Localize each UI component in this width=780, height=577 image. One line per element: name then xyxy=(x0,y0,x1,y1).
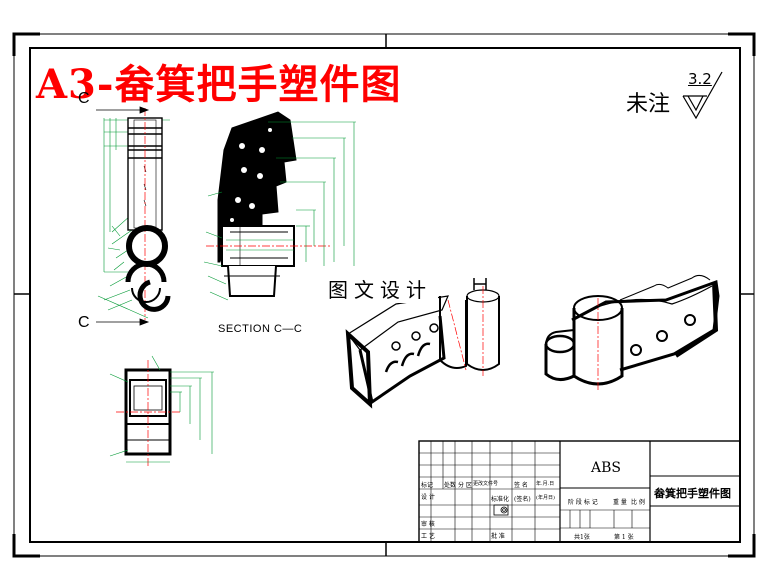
roughness-value: 3.2 xyxy=(688,70,712,88)
row-label-process: 工 艺 xyxy=(421,533,435,540)
roughness-symbol xyxy=(682,71,723,120)
weight: 重 量 xyxy=(613,499,627,506)
sheet-title: A3-畚箕把手塑件图 xyxy=(36,61,402,108)
section-arrows xyxy=(96,106,150,326)
bottom-view xyxy=(109,355,214,466)
material: ABS xyxy=(591,460,621,476)
watermark: 图文设计 xyxy=(322,274,438,303)
front-view xyxy=(97,108,171,320)
header-date: 年.月.日 xyxy=(536,481,555,487)
isometric-view-left xyxy=(345,278,500,409)
header-signature: 签 名 xyxy=(514,482,528,489)
std-label: 标准化 xyxy=(491,496,510,503)
sheet-total: 共1张 xyxy=(574,534,590,541)
sheet-number: 第 1 张 xyxy=(614,534,634,541)
isometric-view-right xyxy=(544,274,720,392)
std-date: (年月日) xyxy=(536,495,555,501)
outer-border xyxy=(13,33,755,557)
section-view xyxy=(203,111,356,301)
scale: 比 例 xyxy=(631,499,645,506)
unspecified-note: 未注 xyxy=(626,92,671,117)
approve: 批 准 xyxy=(491,533,505,540)
section-marker-top: C xyxy=(78,90,90,107)
row-label-design: 设 计 xyxy=(421,494,435,501)
part-name: 畚箕把手塑件图 xyxy=(654,487,731,500)
header-count: 处数 xyxy=(444,482,457,489)
corner-marks xyxy=(12,32,756,558)
section-label: SECTION C—C xyxy=(218,323,303,335)
stage-mark: 阶 段 标 记 xyxy=(568,499,598,506)
inner-border xyxy=(29,47,741,543)
section-marker-bottom: C xyxy=(78,314,90,331)
title-block-grid xyxy=(418,440,741,543)
row-label-review: 审 核 xyxy=(421,521,435,528)
center-marks xyxy=(14,34,754,556)
std-signature: (签名) xyxy=(514,496,531,503)
header-zone: 分 区 xyxy=(458,482,472,489)
header-mark: 标记 xyxy=(421,482,434,489)
header-change-doc: 更改文件号 xyxy=(473,481,499,487)
